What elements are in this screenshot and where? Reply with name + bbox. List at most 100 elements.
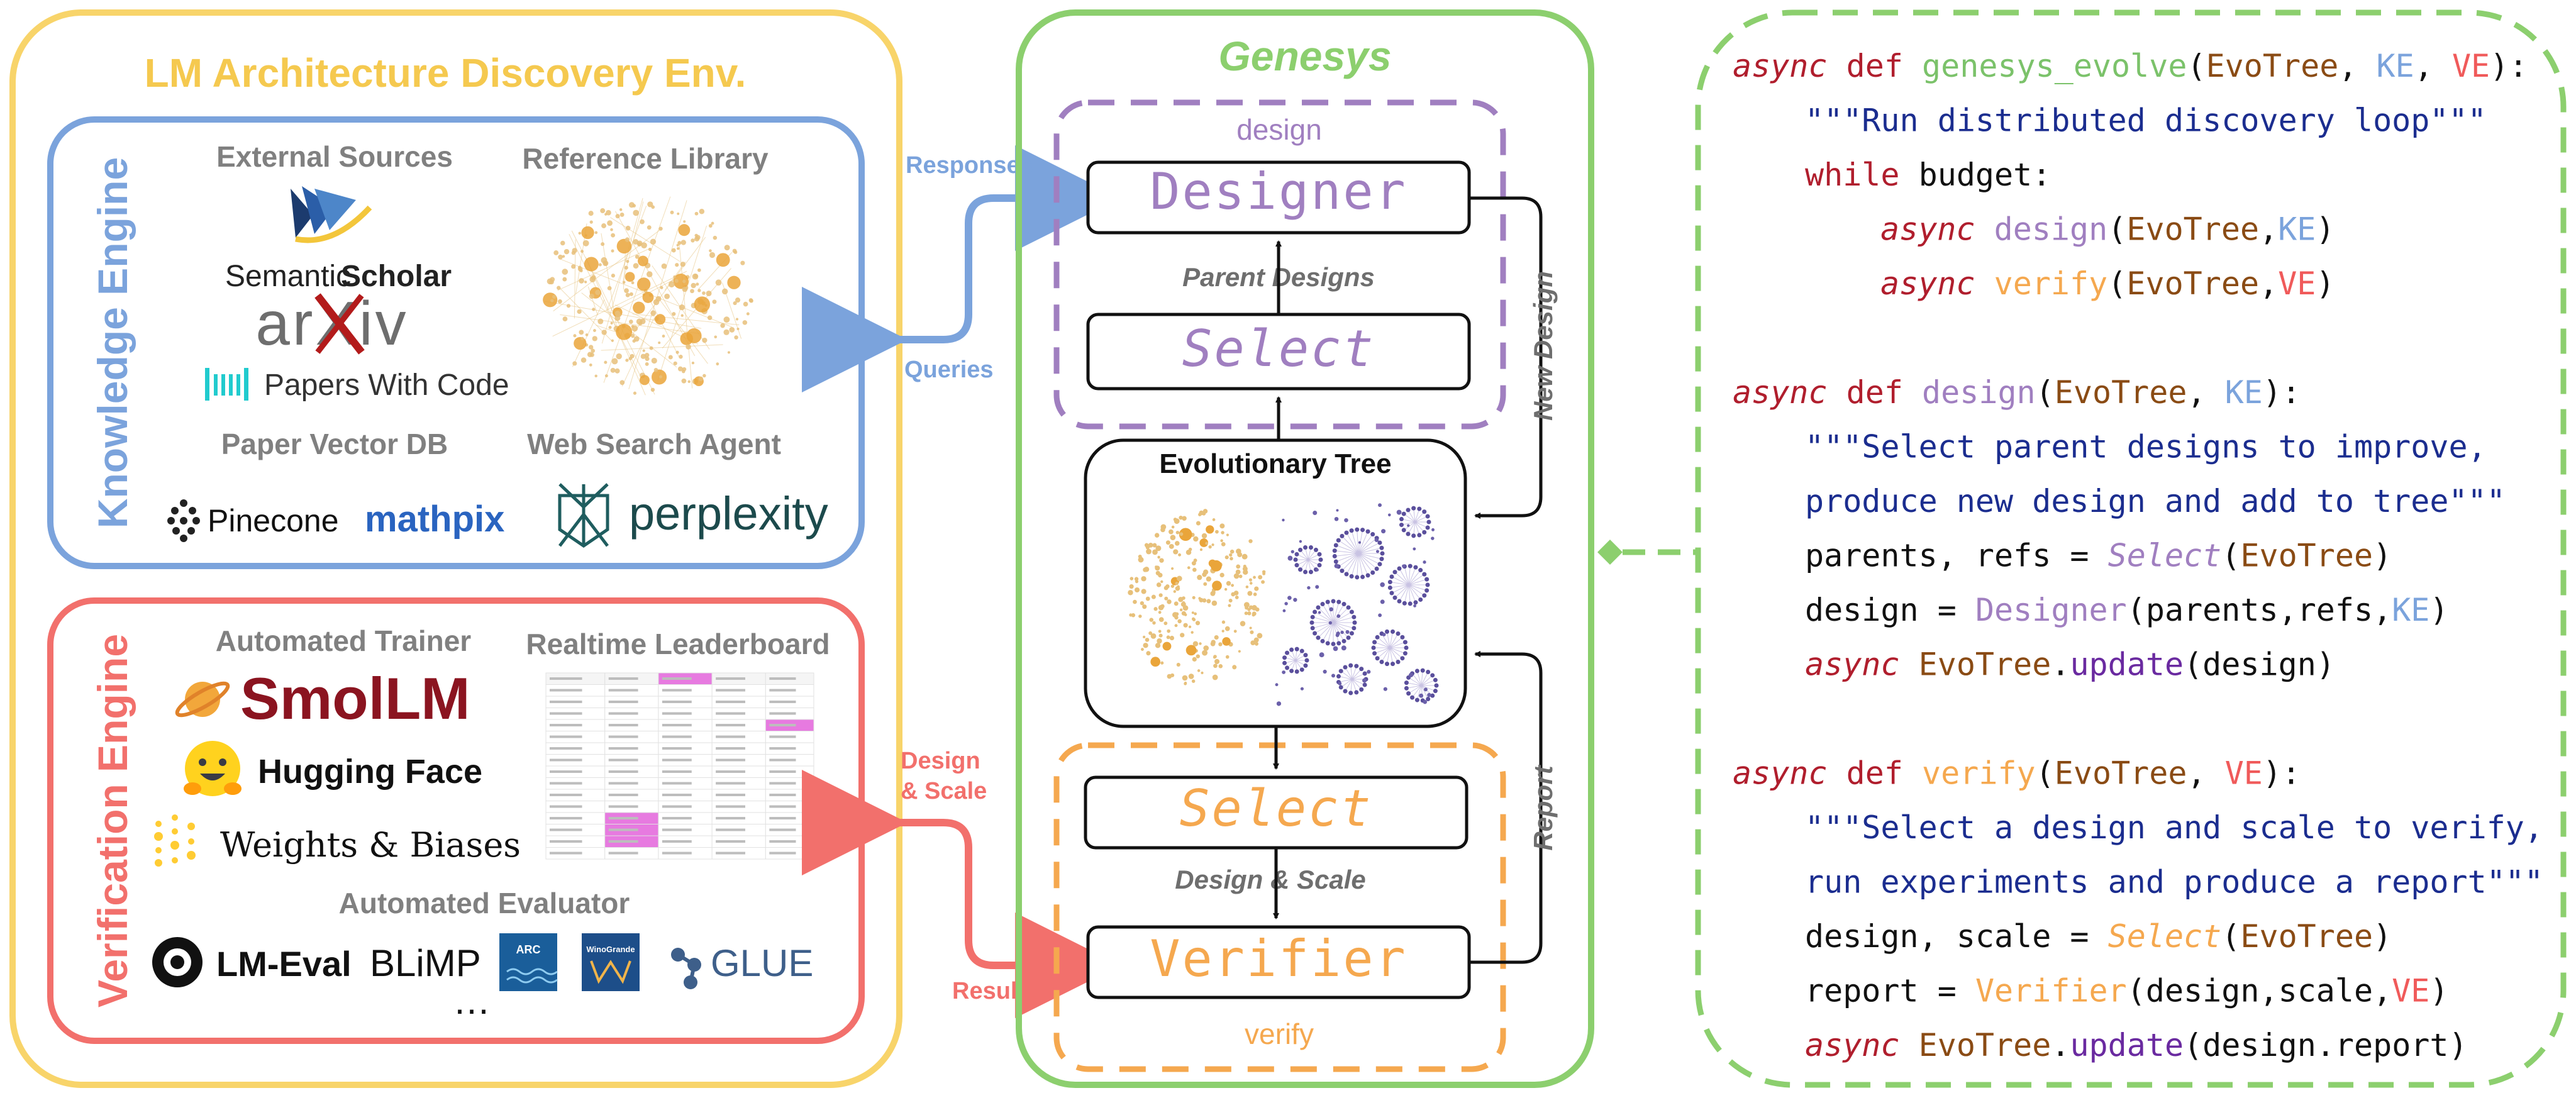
tree-node: [1155, 545, 1162, 552]
tree-node: [1158, 630, 1162, 633]
tree-edge: [1408, 574, 1425, 586]
graph-node: [631, 325, 638, 332]
tree-node: [1285, 665, 1290, 670]
leaderboard-cell-text: [769, 689, 796, 692]
tree-node: [1193, 558, 1197, 562]
graph-node: [573, 334, 577, 338]
graph-node: [675, 263, 679, 267]
graph-node: [598, 263, 602, 267]
graph-node: [658, 375, 663, 379]
tree-node: [1171, 567, 1174, 570]
tree-node: [1355, 527, 1360, 532]
tree-node: [1433, 677, 1438, 682]
leaderboard-cell-text: [608, 817, 638, 819]
tree-node: [1300, 687, 1304, 691]
tree-node: [1163, 621, 1168, 626]
tree-node: [1413, 604, 1416, 608]
graph-node: [625, 225, 631, 231]
tree-node: [1372, 640, 1377, 645]
tree-node: [1148, 631, 1153, 635]
tree-node: [1284, 602, 1288, 606]
tree-node: [1387, 585, 1392, 590]
graph-node: [749, 299, 753, 303]
tree-node: [1352, 614, 1357, 619]
tree-node: [1406, 531, 1411, 536]
tree-edge: [1352, 679, 1362, 690]
tree-node: [1230, 549, 1235, 554]
tree-node: [1423, 687, 1428, 692]
code-token: KE: [2377, 48, 2414, 84]
tree-node: [1129, 584, 1134, 589]
code-token: run experiments and produce a report""": [1805, 864, 2543, 901]
graph-node: [631, 281, 635, 285]
tree-edge: [1358, 534, 1374, 554]
verify-group-label: verify: [1245, 1018, 1314, 1050]
tree-node: [1313, 609, 1318, 614]
code-token: EvoTree: [2206, 48, 2339, 84]
tree-node: [1185, 645, 1197, 656]
leaderboard-cell-text: [662, 782, 692, 785]
tree-node: [1384, 662, 1389, 667]
graph-node: [571, 250, 575, 255]
tree-node: [1192, 618, 1196, 621]
tree-node: [1149, 618, 1154, 622]
tree-node: [1179, 515, 1183, 520]
tree-node: [1313, 547, 1318, 552]
graph-node: [589, 293, 594, 299]
tree-node: [1228, 604, 1231, 608]
code-token: EvoTree: [2240, 918, 2373, 955]
tree-node: [1294, 669, 1299, 674]
graph-node: [635, 254, 640, 259]
tree-node: [1317, 552, 1322, 557]
tree-node: [1392, 570, 1397, 575]
tree-node: [1417, 506, 1422, 511]
tree-node: [1298, 547, 1303, 552]
graph-node: [707, 315, 713, 320]
hugging-face-icon: [184, 741, 242, 796]
code-token: Verifier: [1975, 973, 2127, 1009]
tree-node: [1184, 681, 1187, 685]
graph-node: [578, 231, 582, 235]
papers-with-code-logo: Papers With Code: [205, 368, 509, 402]
tree-node: [1235, 569, 1241, 575]
graph-node: [647, 201, 653, 208]
tree-edge: [1357, 530, 1359, 554]
graph-node: [611, 249, 614, 253]
tree-edge: [1413, 508, 1416, 523]
tree-node: [1378, 503, 1382, 508]
tree-edge: [1341, 553, 1359, 571]
code-token: (: [2036, 755, 2055, 792]
tree-edge: [1386, 647, 1391, 664]
leaderboard-cell-text: [769, 782, 796, 785]
tree-node: [1248, 539, 1253, 543]
tree-node: [1331, 674, 1336, 678]
tree-node: [1413, 565, 1418, 570]
tree-node: [1287, 555, 1293, 561]
tree-node: [1310, 626, 1315, 631]
graph-node: [552, 294, 557, 299]
graph-node: [664, 293, 670, 299]
tree-edge: [1421, 685, 1429, 699]
leaderboard-cell-text: [608, 805, 638, 808]
env-border: [9, 9, 902, 1088]
code-token: ): [2429, 973, 2448, 1009]
tree-node: [1221, 531, 1224, 535]
code-listing: async def genesys_evolve(EvoTree, KE, VE…: [1733, 48, 2543, 1063]
genesys-title: Genesys: [1218, 33, 1391, 79]
graph-node: [633, 301, 645, 314]
tree-edge: [1338, 553, 1359, 567]
tree-node: [1336, 674, 1341, 679]
tree-node: [1354, 663, 1359, 669]
code-token: async: [1880, 265, 1975, 302]
leaderboard-cell-text: [662, 805, 692, 808]
leaderboard-cell-text: [662, 747, 692, 750]
tree-node: [1236, 548, 1241, 554]
tree-edge: [1351, 553, 1359, 577]
tree-node: [1179, 532, 1184, 536]
leaderboard-cell-text: [769, 770, 796, 773]
tree-node: [1276, 701, 1282, 706]
tree-node: [1140, 601, 1145, 606]
tree-node: [1375, 550, 1379, 553]
tree-node: [1219, 572, 1224, 578]
graph-node: [694, 211, 699, 216]
